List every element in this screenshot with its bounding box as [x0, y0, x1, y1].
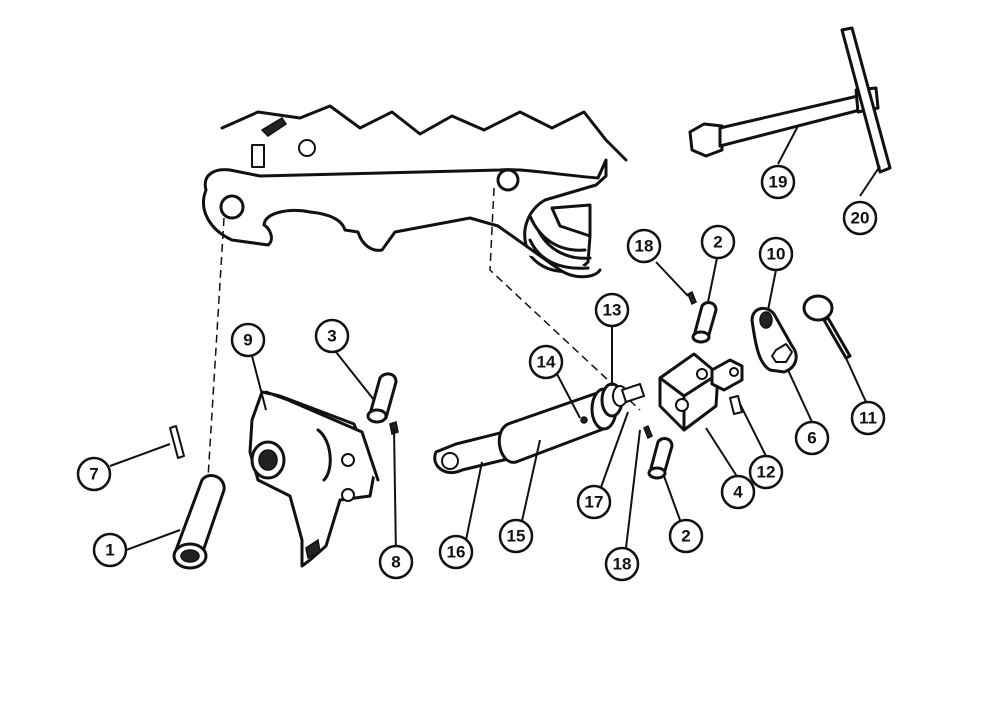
- svg-text:13: 13: [603, 301, 622, 320]
- callout-9: 9: [230, 322, 266, 358]
- callout-14: 14: [528, 344, 564, 380]
- svg-text:15: 15: [507, 527, 526, 546]
- callout-13: 13: [594, 292, 630, 328]
- callout-15: 15: [498, 518, 534, 554]
- svg-text:11: 11: [859, 409, 877, 428]
- svg-text:10: 10: [767, 245, 786, 264]
- svg-text:6: 6: [807, 429, 816, 448]
- callout-2-lower: 2: [668, 518, 704, 554]
- clevis-block: [658, 352, 720, 432]
- svg-text:19: 19: [769, 173, 788, 192]
- leader-lines: [109, 125, 881, 557]
- callout-19: 19: [760, 164, 796, 200]
- callout-4: 4: [720, 474, 756, 510]
- hitch-frame: [202, 104, 628, 279]
- svg-text:3: 3: [327, 327, 336, 346]
- svg-text:8: 8: [391, 553, 400, 572]
- svg-text:4: 4: [733, 483, 743, 502]
- roll-pin: [169, 425, 185, 459]
- clip-18-upper: [687, 290, 697, 306]
- svg-text:2: 2: [681, 527, 690, 546]
- svg-text:1: 1: [105, 541, 114, 560]
- callout-3: 3: [314, 318, 350, 354]
- t-handle-tool: [688, 26, 892, 174]
- callout-18-upper: 18: [626, 228, 662, 264]
- svg-text:18: 18: [613, 555, 632, 574]
- assembly-line-pin-1: [207, 217, 225, 479]
- callout-18-lower: 18: [604, 546, 640, 582]
- locking-lever: [750, 306, 798, 374]
- svg-text:16: 16: [447, 543, 466, 562]
- callout-6: 6: [794, 420, 830, 456]
- spring-pin-12: [729, 395, 743, 415]
- large-pin: [172, 474, 226, 570]
- svg-text:2: 2: [713, 233, 722, 252]
- clip-18-lower: [643, 424, 653, 440]
- svg-text:14: 14: [537, 353, 556, 372]
- hex-nut: [710, 358, 744, 392]
- callout-2-upper: 2: [700, 224, 736, 260]
- callout-20: 20: [842, 200, 878, 236]
- ring-pin: [802, 294, 852, 360]
- pin-3: [366, 372, 398, 424]
- callout-17: 17: [576, 484, 612, 520]
- svg-text:12: 12: [757, 463, 776, 482]
- callout-12: 12: [748, 454, 784, 490]
- pivot-bracket: [248, 390, 380, 568]
- svg-text:7: 7: [89, 465, 98, 484]
- callout-10: 10: [758, 236, 794, 272]
- callout-8: 8: [378, 544, 414, 580]
- assembly-line-cylinder: [489, 187, 641, 411]
- callout-11: 11: [850, 400, 886, 436]
- svg-text:18: 18: [635, 237, 654, 256]
- pin-2-upper: [691, 301, 718, 344]
- svg-text:20: 20: [851, 209, 870, 228]
- callout-16: 16: [438, 534, 474, 570]
- callout-7: 7: [76, 456, 112, 492]
- callout-1: 1: [92, 532, 128, 568]
- pin-2-lower: [647, 437, 674, 480]
- hydraulic-cylinder: [433, 382, 645, 475]
- svg-text:17: 17: [585, 493, 604, 512]
- svg-text:9: 9: [243, 331, 252, 350]
